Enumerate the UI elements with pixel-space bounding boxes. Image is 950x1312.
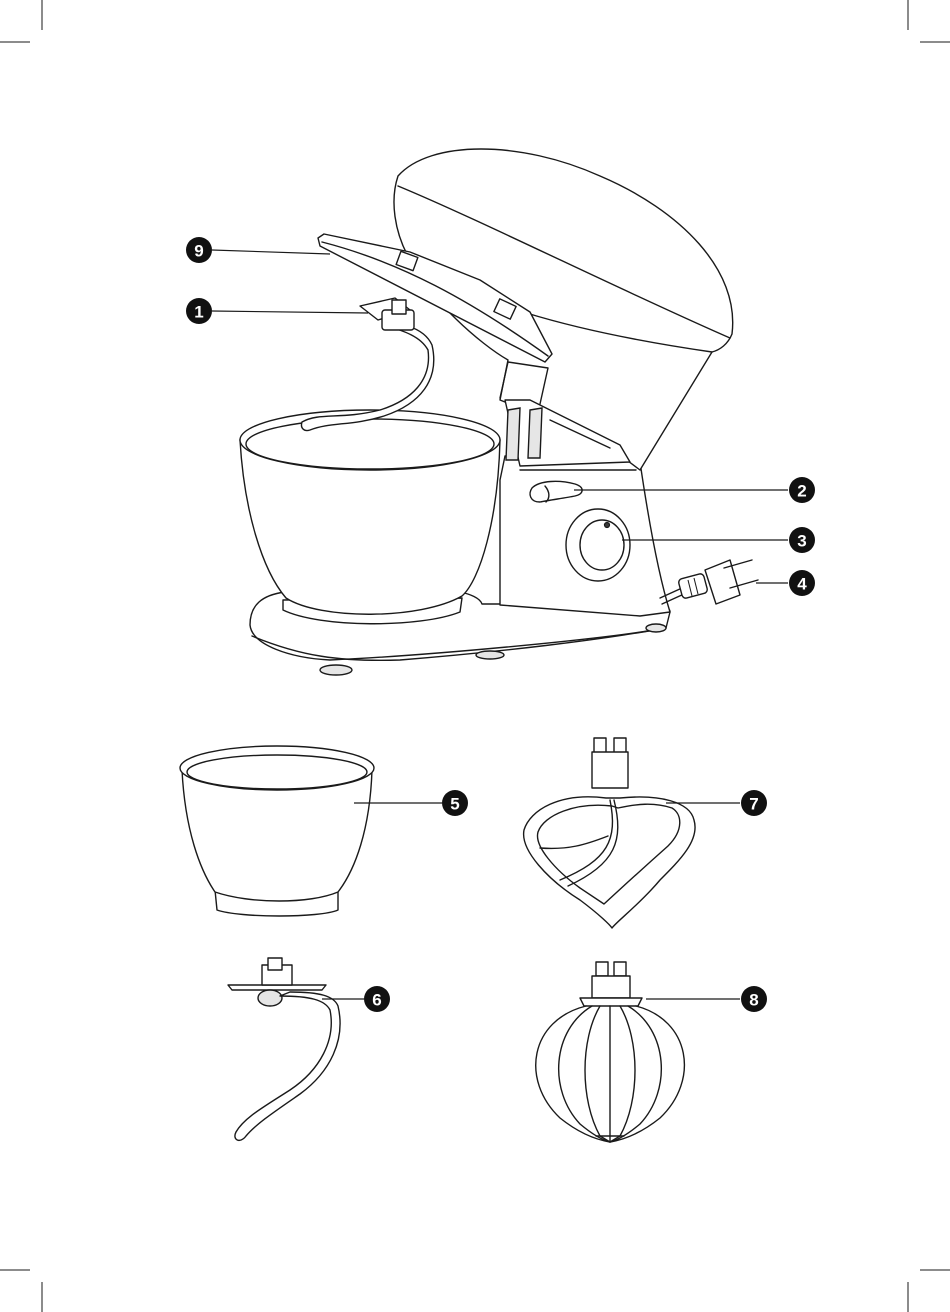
balloon-whisk-part <box>536 962 685 1142</box>
stand-mixer-assembled <box>240 149 758 675</box>
callout-6: 6 <box>364 986 390 1012</box>
dough-hook-part <box>228 958 340 1140</box>
svg-text:3: 3 <box>797 532 806 551</box>
mixing-bowl-installed <box>240 410 500 624</box>
callout-5: 5 <box>442 790 468 816</box>
svg-text:9: 9 <box>194 242 203 261</box>
callout-8: 8 <box>741 986 767 1012</box>
svg-text:6: 6 <box>372 991 381 1010</box>
callout-3: 3 <box>789 527 815 553</box>
callout-1: 1 <box>186 298 212 324</box>
callout-7: 7 <box>741 790 767 816</box>
mixing-bowl-part <box>180 746 374 916</box>
power-cord-plug <box>660 560 758 604</box>
callout-4: 4 <box>789 570 815 596</box>
svg-text:4: 4 <box>797 575 807 594</box>
speed-control-knob <box>566 509 630 581</box>
callout-2: 2 <box>789 477 815 503</box>
svg-text:1: 1 <box>194 303 203 322</box>
svg-text:7: 7 <box>749 795 758 814</box>
svg-text:5: 5 <box>450 795 459 814</box>
svg-text:2: 2 <box>797 482 806 501</box>
svg-text:8: 8 <box>749 991 758 1010</box>
callout-9: 9 <box>186 237 212 263</box>
flat-beater-part <box>524 738 695 928</box>
